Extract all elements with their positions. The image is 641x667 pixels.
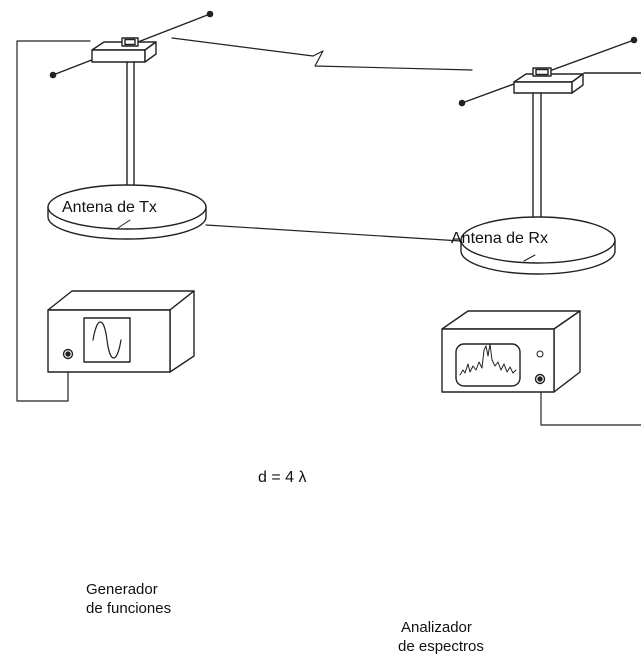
sine-wave-icon bbox=[92, 321, 122, 359]
generator-label-line2: de funciones bbox=[86, 600, 172, 617]
distance-label: d = 4 λ bbox=[258, 469, 307, 486]
spectrum-analyzer bbox=[441, 310, 581, 393]
analyzer-screen bbox=[455, 343, 521, 387]
rx-dipole-end-right bbox=[630, 36, 638, 44]
radio-link-zigzag bbox=[171, 37, 473, 71]
generator-label-line1: Generador bbox=[86, 581, 158, 598]
rx-antenna bbox=[458, 36, 641, 275]
rx-antenna-label: Antena de Rx bbox=[451, 230, 548, 247]
tx-antenna bbox=[47, 10, 214, 240]
analyzer-label: Analizador de espectros bbox=[398, 618, 484, 656]
function-generator bbox=[47, 290, 195, 373]
tx-antenna-label: Antena de Tx bbox=[62, 199, 157, 216]
analyzer-label-line2: de espectros bbox=[398, 638, 484, 655]
distance-line bbox=[205, 224, 462, 242]
rx-dipole-end-left bbox=[458, 99, 466, 107]
tx-dipole-end-left bbox=[49, 71, 57, 79]
tx-cable bbox=[16, 40, 91, 402]
spectrum-icon bbox=[459, 343, 517, 376]
generator-label: Generador de funciones bbox=[86, 580, 171, 618]
tx-dipole-end-right bbox=[206, 10, 214, 18]
analyzer-power-led bbox=[536, 350, 544, 358]
rx-cable bbox=[540, 378, 641, 426]
analyzer-label-line1: Analizador bbox=[401, 619, 472, 636]
